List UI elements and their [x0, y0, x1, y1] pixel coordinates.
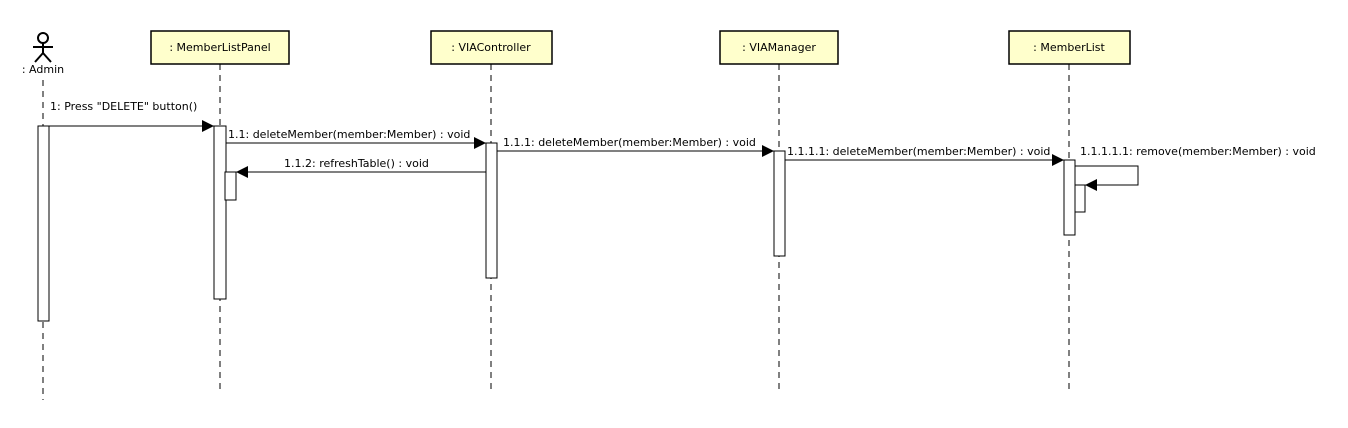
lifeline-header-member-list-panel: : MemberListPanel [150, 30, 290, 65]
message-label-1-1-1-1: 1.1.1.1: deleteMember(member:Member) : v… [787, 145, 1050, 158]
actor-admin: : Admin [22, 32, 64, 76]
lifeline-label: : VIAManager [742, 41, 816, 54]
message-label-1-1-1-1-1: 1.1.1.1.1: remove(member:Member) : void [1080, 145, 1316, 158]
lifeline-label: : MemberList [1033, 41, 1105, 54]
message-label-1-1-2: 1.1.2: refreshTable() : void [284, 157, 429, 170]
lifeline-header-via-controller: : VIAController [430, 30, 553, 65]
stick-figure-actor-icon [33, 32, 53, 63]
activation-member-list [1063, 159, 1076, 236]
lifeline-header-via-manager: : VIAManager [719, 30, 839, 65]
message-label-1-1-1: 1.1.1: deleteMember(member:Member) : voi… [503, 136, 756, 149]
message-label-1-1: 1.1: deleteMember(member:Member) : void [228, 128, 470, 141]
lifeline-label: : VIAController [451, 41, 531, 54]
activation-via-controller [485, 142, 498, 279]
actor-name: : Admin [22, 63, 64, 76]
lifeline-header-member-list: : MemberList [1008, 30, 1131, 65]
lifeline-label: : MemberListPanel [169, 41, 270, 54]
activation-admin [37, 125, 50, 322]
activation-member-list-panel [213, 125, 227, 300]
activation-member-list-panel-nested [224, 171, 237, 201]
activation-member-list-nested [1074, 184, 1086, 213]
activation-via-manager [773, 150, 786, 257]
message-arrow-self-remove [1075, 165, 1139, 191]
message-label-1: 1: Press "DELETE" button() [50, 100, 197, 113]
